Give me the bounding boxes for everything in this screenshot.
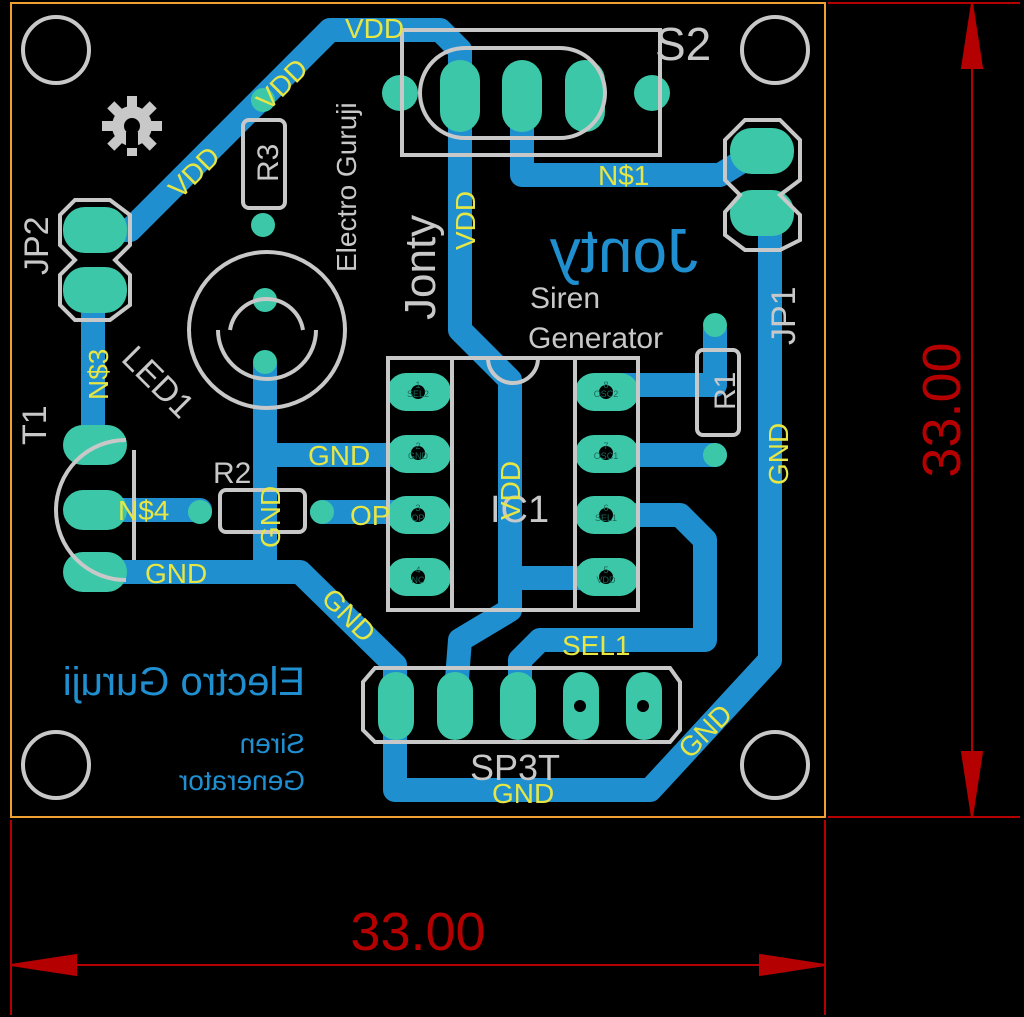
gear-icon <box>102 96 162 156</box>
component-labels: S2 R3 JP2 LED1 T1 R2 IC1 R1 JP1 SP3T Ele… <box>16 18 803 788</box>
label-t1: T1 <box>16 405 54 445</box>
ic-pin6-name: SEL1 <box>595 513 617 523</box>
net-op: OP <box>350 500 390 531</box>
ic-pin2-name: GND <box>408 451 429 461</box>
label-s2: S2 <box>655 18 711 70</box>
drill-holes <box>411 385 649 712</box>
label-generator: Generator <box>528 322 663 355</box>
ic-pin4-num: 4 <box>415 565 420 575</box>
ic-pin8-name: OSC2 <box>594 389 619 399</box>
mounting-hole-tr <box>740 15 810 85</box>
net-vdd-ic: VDD <box>495 461 526 520</box>
net-vdd-vert: VDD <box>450 191 481 250</box>
mirrored-electro-guruji: Electro Guruji <box>63 660 305 704</box>
label-r2: R2 <box>213 457 251 490</box>
mirrored-siren: Siren <box>240 728 305 759</box>
ic-pin8-num: 8 <box>603 380 608 390</box>
net-n4: N$4 <box>118 495 169 526</box>
pads <box>63 60 794 740</box>
label-jonty-vertical: Jonty <box>396 215 445 320</box>
mounting-hole-bl <box>21 730 91 800</box>
net-gnd-bottom: GND <box>492 778 554 809</box>
net-vdd-top: VDD <box>345 13 404 44</box>
silkscreen-outlines <box>54 28 802 744</box>
mirrored-jonty: Jonty <box>550 217 698 286</box>
label-led1: LED1 <box>114 339 201 426</box>
ic-pin4-name: NC <box>412 575 425 585</box>
ic-pin3-num: 3 <box>415 503 420 513</box>
ic-pin7-name: OSC1 <box>594 451 619 461</box>
label-electro-guruji-vertical: Electro Guruji <box>331 102 362 272</box>
net-gnd-r2: GND <box>255 486 286 548</box>
label-sp3t: SP3T <box>470 747 560 788</box>
net-sel1: SEL1 <box>562 630 631 661</box>
dimension-height-label: 33.00 <box>912 342 972 477</box>
label-ic1: IC1 <box>490 489 549 531</box>
ic-pin7-num: 7 <box>603 441 608 451</box>
board-outline <box>10 2 826 818</box>
net-n1: N$1 <box>598 160 649 191</box>
net-gnd-t1: GND <box>145 558 207 589</box>
mounting-hole-tl <box>21 15 91 85</box>
dimension-width-label: 33.00 <box>350 902 485 962</box>
mirrored-generator: Generator <box>179 765 305 796</box>
label-siren: Siren <box>530 282 600 315</box>
net-gnd-led: GND <box>308 440 370 471</box>
ic-pin1-num: 1 <box>415 380 420 390</box>
label-r3: R3 <box>252 144 285 182</box>
bottom-layer-text: Jonty Electro Guruji Siren Generator <box>63 217 698 796</box>
ic-pin3-name: OP <box>411 513 424 523</box>
ic-pin1-name: SEL2 <box>407 389 429 399</box>
ic-pin5-num: 5 <box>603 565 608 575</box>
mounting-hole-br <box>740 730 810 800</box>
dimension-lines <box>10 2 1020 1015</box>
ic-pin2-num: 2 <box>415 441 420 451</box>
ic-pin5-name: VDD <box>596 575 616 585</box>
label-jp1: JP1 <box>765 286 803 345</box>
net-gnd-jp1: GND <box>763 423 794 485</box>
ic-pin6-num: 6 <box>603 503 608 513</box>
label-jp2: JP2 <box>18 216 56 275</box>
net-n3: N$3 <box>83 349 114 400</box>
pin-labels: 1 SEL2 2 GND 3 OP 4 NC 8 OSC2 7 OSC1 6 S… <box>407 380 618 585</box>
label-r1: R1 <box>709 372 742 410</box>
